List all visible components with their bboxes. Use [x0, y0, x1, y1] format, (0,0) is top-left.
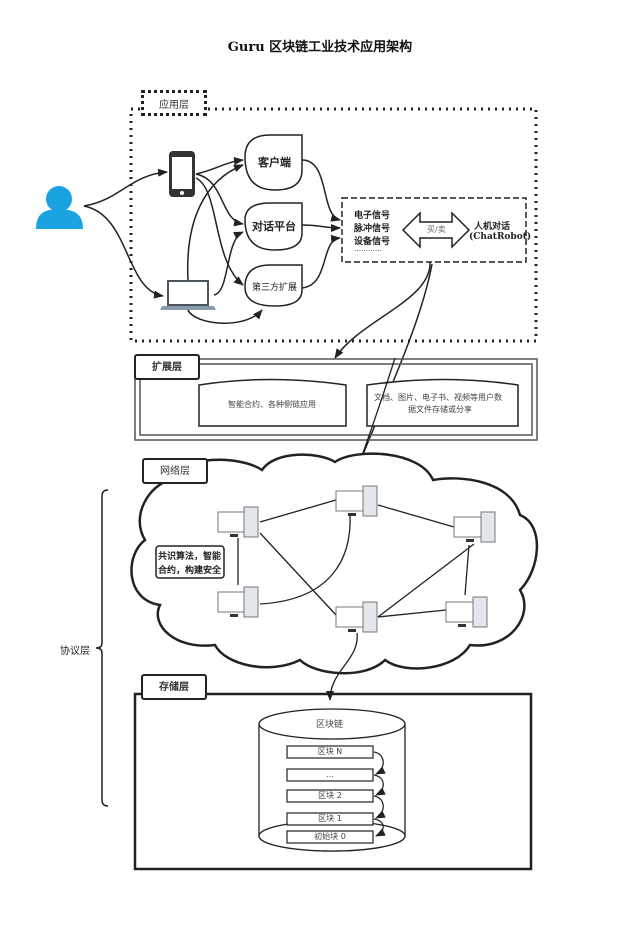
consensus-note-line2: 合约，构建安全 — [158, 566, 222, 576]
protocol-layer-bracket — [95, 489, 109, 807]
file-storage-box — [366, 378, 519, 427]
block-label: 区块 1 — [318, 814, 342, 823]
smart-contract-box — [198, 378, 347, 427]
file-storage-label-1: 文档、图片、电子书、视频等用户数 — [374, 393, 502, 402]
buy-sell-double-arrow — [401, 211, 471, 249]
block-link-arrow — [373, 751, 386, 775]
smart-contract-label: 智能合约、各种侧链应用 — [228, 400, 316, 409]
extension-layer-inner — [139, 363, 533, 436]
block-box — [286, 768, 374, 782]
extension-layer-label: 扩展层 — [134, 354, 200, 380]
file-storage-label-2: 据文件存储或分享 — [408, 405, 472, 414]
block-list — [286, 745, 386, 844]
block-box — [286, 789, 374, 803]
chatbot-english-label: (ChatRobot) — [469, 232, 532, 242]
application-layer-label: 应用层 — [141, 90, 207, 116]
block-label: 区块 2 — [318, 791, 342, 800]
third-party-box — [244, 264, 303, 307]
network-node — [335, 601, 378, 633]
consensus-note-box — [155, 545, 225, 579]
signal-pulse: 脉冲信号 — [354, 224, 391, 234]
network-cloud — [130, 452, 539, 675]
block-label: 初始块 0 — [314, 832, 346, 841]
signal-more: ………… — [354, 245, 382, 253]
smartphone-icon — [169, 151, 195, 197]
blockchain-label: 区块链 — [316, 720, 344, 730]
extension-layer-outer — [134, 358, 538, 441]
block-label: … — [326, 770, 334, 779]
laptop-icon — [160, 280, 216, 310]
dialog-platform-label: 对话平台 — [252, 220, 296, 233]
buy-sell-label: 买/卖 — [427, 225, 446, 234]
application-connectors — [83, 157, 433, 476]
chatbot-label: 人机对话 — [474, 222, 511, 232]
third-party-label: 第三方扩展 — [252, 283, 298, 293]
client-node-box — [244, 134, 303, 191]
network-layer-label: 网络层 — [142, 458, 208, 484]
protocol-layer-label: 协议层 — [60, 646, 90, 657]
storage-layer-box — [133, 692, 533, 871]
network-links — [237, 499, 475, 701]
network-node — [335, 485, 378, 517]
network-node — [445, 596, 488, 628]
block-box — [286, 812, 374, 826]
network-node — [453, 511, 496, 543]
diagram-title: Guru 区块链工业技术应用架构 — [227, 40, 413, 55]
signal-device: 设备信号 — [354, 237, 391, 247]
dialog-platform-box — [244, 202, 303, 251]
consensus-note-line1: 共识算法，智能 — [158, 552, 222, 562]
block-label: 区块 N — [317, 747, 343, 756]
block-box — [286, 745, 374, 759]
network-node — [217, 506, 259, 538]
user-icon — [36, 186, 83, 229]
block-link-arrow — [373, 774, 386, 796]
network-node — [217, 586, 259, 618]
storage-layer-label: 存储层 — [141, 674, 207, 700]
signal-electronic: 电子信号 — [354, 211, 391, 221]
client-label: 客户端 — [258, 156, 291, 169]
block-link-arrow — [373, 818, 386, 837]
block-box — [286, 830, 374, 844]
block-link-arrow — [373, 795, 386, 819]
